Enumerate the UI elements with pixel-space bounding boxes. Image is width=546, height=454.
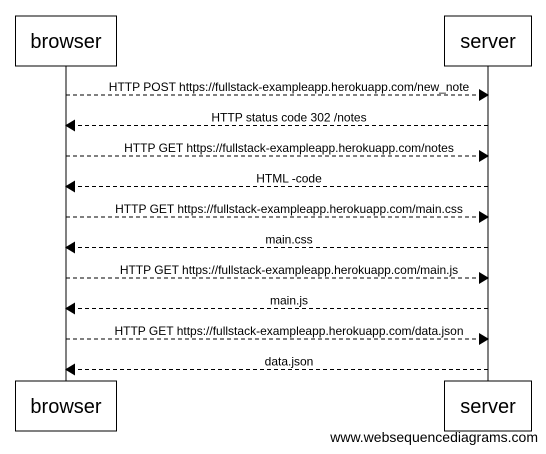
message-label: HTTP GET https://fullstack-exampleapp.he… (115, 202, 463, 216)
watermark-text[interactable]: www.websequencediagrams.com (330, 429, 538, 445)
server-box-bottom (444, 380, 532, 432)
message-label: HTML -code (256, 172, 322, 186)
browser-participant-box-bottom: browser (15, 380, 117, 432)
server-participant-box-top: server (444, 15, 532, 67)
message-label: main.js (270, 294, 308, 308)
message-4: HTML -code (65, 172, 488, 193)
server-box-top (444, 15, 532, 67)
message-8: main.js (65, 294, 488, 315)
message-label: data.json (265, 355, 314, 369)
message-7: HTTP GET https://fullstack-exampleapp.he… (66, 263, 489, 284)
message-3: HTTP GET https://fullstack-exampleapp.he… (66, 141, 489, 162)
browser-label-bottom: browser (30, 396, 101, 418)
browser-box-top (15, 15, 117, 67)
message-label: main.css (265, 233, 312, 247)
message-9: HTTP GET https://fullstack-exampleapp.he… (66, 324, 489, 345)
message-10: data.json (65, 355, 488, 376)
message-2: HTTP status code 302 /notes (65, 111, 488, 132)
message-1: HTTP POST https://fullstack-exampleapp.h… (66, 80, 489, 101)
server-label-top: server (460, 31, 516, 53)
message-label: HTTP status code 302 /notes (211, 111, 366, 125)
server-participant-box-bottom: server (444, 380, 532, 432)
server-label-bottom: server (460, 396, 516, 418)
browser-participant-box-top: browser (15, 15, 117, 67)
message-label: HTTP GET https://fullstack-exampleapp.he… (114, 324, 463, 338)
message-label: HTTP GET https://fullstack-exampleapp.he… (120, 263, 458, 277)
message-5: HTTP GET https://fullstack-exampleapp.he… (66, 202, 489, 223)
message-6: main.css (65, 233, 488, 254)
browser-label-top: browser (30, 31, 101, 53)
browser-box-bottom (15, 380, 117, 432)
message-label: HTTP POST https://fullstack-exampleapp.h… (109, 80, 470, 94)
message-label: HTTP GET https://fullstack-exampleapp.he… (124, 141, 454, 155)
